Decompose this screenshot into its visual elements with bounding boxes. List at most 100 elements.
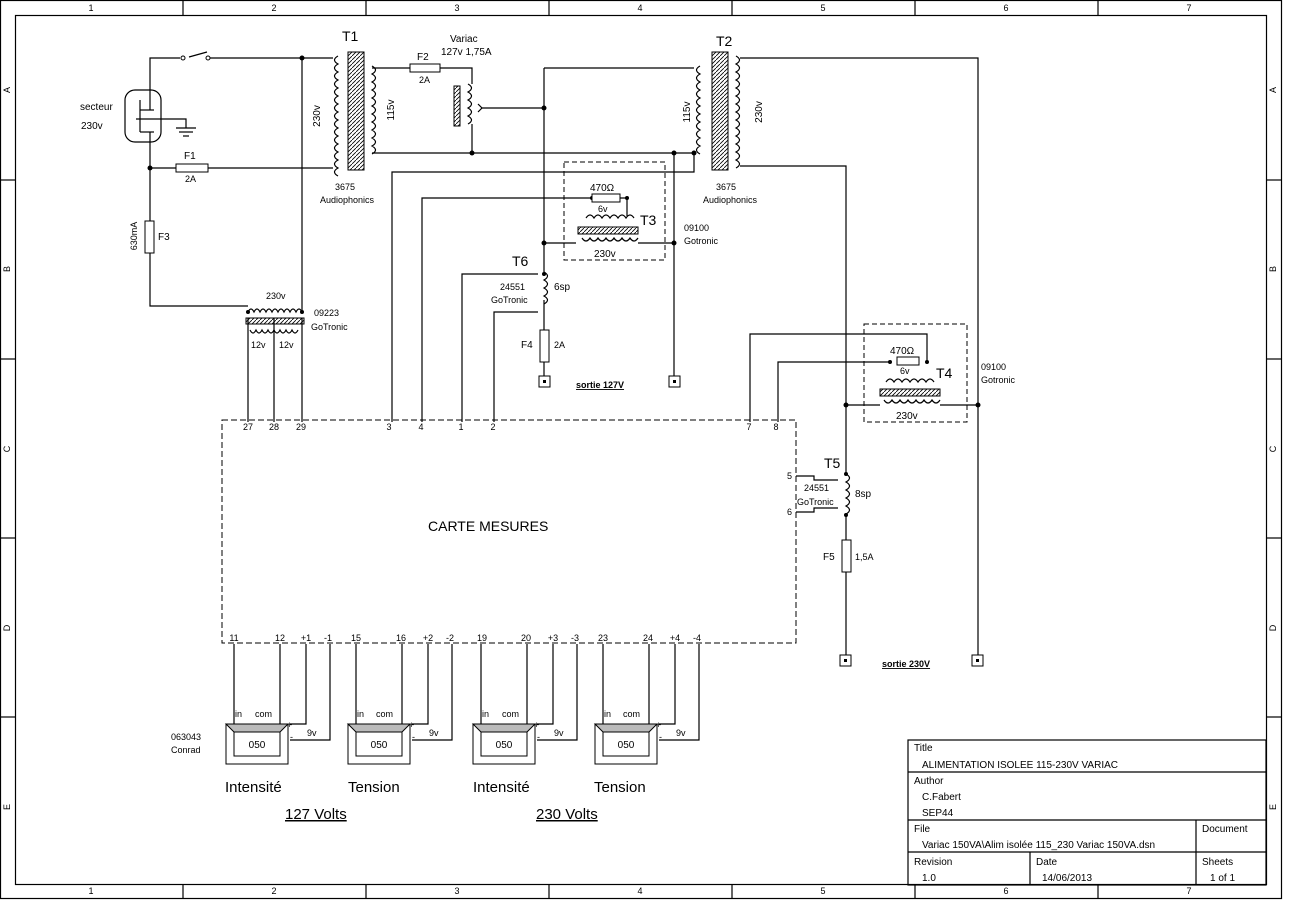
meter-supply: 9v	[554, 728, 564, 738]
t6-part: 24551	[500, 282, 525, 292]
transformer-t4-symbol	[879, 356, 941, 404]
tb-author: C.Fabert	[922, 792, 961, 803]
board-pin: 29	[296, 422, 306, 432]
meter-plus: +	[287, 720, 292, 730]
t5-maker: GoTronic	[797, 497, 834, 507]
board-pin: 16	[396, 633, 406, 643]
board-pin: 5	[787, 471, 792, 481]
t1-secondary: 115v	[386, 100, 397, 121]
board-pin: +4	[670, 633, 680, 643]
output-230-label: sortie 230V	[882, 659, 930, 669]
meter-display: 050	[496, 740, 513, 751]
t6-ref: T6	[512, 253, 529, 269]
meter-supply: 9v	[676, 728, 686, 738]
tb-author-label: Author	[914, 776, 944, 787]
tb-revision: 1.0	[922, 873, 936, 884]
t1-part: 3675	[335, 182, 355, 192]
meter-maker: Conrad	[171, 745, 201, 755]
board-pin: +1	[301, 633, 311, 643]
panel-meter	[471, 723, 537, 765]
meter-plus: +	[656, 720, 661, 730]
tb-date: 14/06/2013	[1042, 873, 1092, 884]
output-terminals	[538, 375, 984, 667]
t4-enclosure	[863, 323, 968, 423]
meter-supply: 9v	[429, 728, 439, 738]
col-label: 2	[271, 3, 276, 13]
t3-high: 230v	[594, 249, 616, 260]
tb-file-label: File	[914, 824, 931, 835]
wires	[136, 51, 979, 741]
fuse-value: 2A	[554, 340, 565, 350]
meter-com-label: com	[502, 709, 519, 719]
t4-ref: T4	[936, 365, 953, 381]
board-pin: 23	[598, 633, 608, 643]
t3-low: 6v	[598, 204, 608, 214]
meter-minus: -	[659, 732, 662, 742]
t6-turns: 6sp	[554, 282, 571, 293]
row-label: B	[1268, 266, 1278, 272]
board-pin: -4	[693, 633, 701, 643]
col-label: 3	[454, 3, 459, 13]
junction-dots	[147, 55, 981, 517]
board-pin: 8	[773, 422, 778, 432]
board-pin: 3	[386, 422, 391, 432]
fuse-f4-symbol	[539, 329, 550, 363]
meter-display: 050	[618, 740, 635, 751]
board-pin: 6	[787, 507, 792, 517]
col-label: 7	[1186, 3, 1191, 13]
meter-caption: Tension	[348, 779, 400, 796]
fuse-f3-symbol	[144, 220, 155, 254]
t4-part: 09100	[981, 362, 1006, 372]
fuse-ref: F1	[184, 151, 196, 162]
row-label: B	[2, 266, 12, 272]
tb-sheets-label: Sheets	[1202, 857, 1233, 868]
group-127-label: 127 Volts	[285, 806, 347, 823]
t2-ref: T2	[716, 33, 733, 49]
t3-maker: Gotronic	[684, 236, 719, 246]
fuse-ref: F5	[823, 552, 835, 563]
fuse-ref: F2	[417, 52, 429, 63]
board-pin: +3	[548, 633, 558, 643]
meter-in-label: in	[604, 709, 611, 719]
t3-resistor: 470Ω	[590, 183, 615, 194]
meter-com-label: com	[255, 709, 272, 719]
t3-ref: T3	[640, 212, 657, 228]
meter-minus: -	[412, 732, 415, 742]
board-pin: 28	[269, 422, 279, 432]
supply-transformer-symbol	[245, 308, 305, 334]
mains-label: secteur	[80, 102, 113, 113]
variac-name: Variac	[450, 34, 478, 45]
board-pin: 27	[243, 422, 253, 432]
title-block	[907, 739, 1267, 886]
tb-date-label: Date	[1036, 857, 1058, 868]
col-label: 4	[637, 886, 642, 896]
tb-title-label: Title	[914, 743, 933, 754]
meter-supply: 9v	[307, 728, 317, 738]
meter-com-label: com	[376, 709, 393, 719]
board-label: CARTE MESURES	[428, 518, 548, 534]
fuse-f5-symbol	[841, 539, 852, 573]
meter-caption: Tension	[594, 779, 646, 796]
panel-meter	[346, 723, 412, 765]
panel-meter	[593, 723, 659, 765]
transformer-t6-symbol	[542, 271, 549, 305]
board-pin: -1	[324, 633, 332, 643]
t1-maker: Audiophonics	[320, 195, 375, 205]
board-pin: 1	[458, 422, 463, 432]
t5-ref: T5	[824, 455, 841, 471]
col-label: 4	[637, 3, 642, 13]
tb-revision-label: Revision	[914, 857, 952, 868]
board-pin: 2	[490, 422, 495, 432]
t2-primary: 115v	[682, 102, 693, 123]
board-pin: 4	[418, 422, 423, 432]
fuse-value: 2A	[185, 174, 196, 184]
fuse-ref: F3	[158, 232, 170, 243]
transformer-t5-symbol	[844, 473, 851, 515]
meter-minus: -	[537, 732, 540, 742]
row-label: A	[2, 87, 12, 93]
col-label: 1	[88, 3, 93, 13]
board-pin: -2	[446, 633, 454, 643]
row-label: C	[2, 445, 12, 452]
switch-contact	[205, 55, 211, 61]
